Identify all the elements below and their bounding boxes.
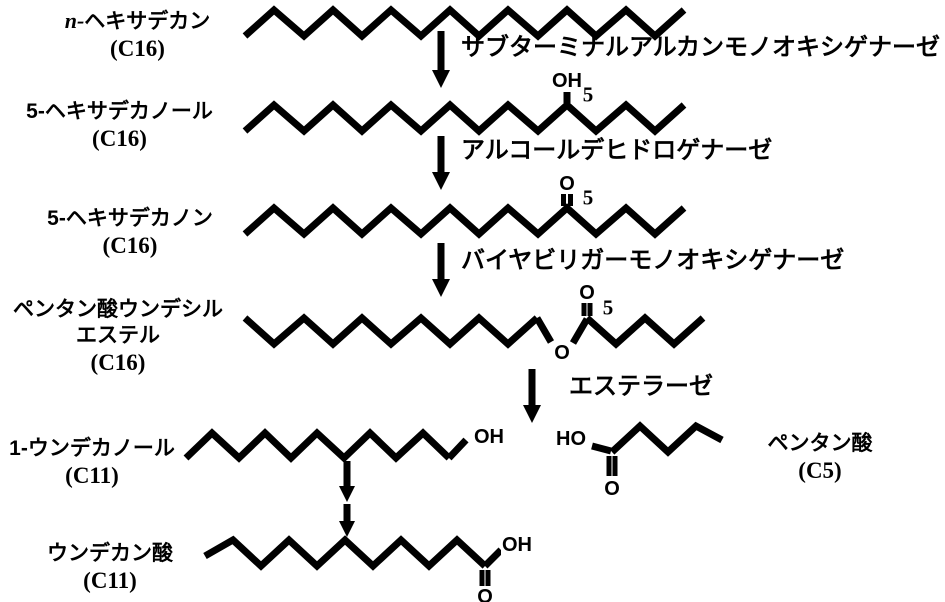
compound-name: 5-ヘキサデカノール bbox=[26, 100, 213, 123]
atom-label-o: O bbox=[603, 478, 621, 500]
structure-pentanoic-acid bbox=[591, 421, 724, 476]
enzyme-label-subterminal-alkane-monooxygenase: サブターミナルアルカンモノオキシゲナーゼ bbox=[461, 34, 941, 61]
structure-5-hexadecanone bbox=[242, 194, 687, 239]
compound-name-line2: エステル bbox=[76, 324, 160, 347]
reaction-arrow-1 bbox=[432, 31, 450, 88]
atom-label-ho: HO bbox=[555, 428, 587, 450]
carbon-count: (C11) bbox=[65, 463, 119, 488]
carbon-count: (C16) bbox=[102, 233, 158, 258]
carbon-count: (C5) bbox=[798, 458, 842, 483]
carbon-count: (C11) bbox=[83, 568, 137, 593]
atom-label-oh: OH bbox=[551, 70, 583, 92]
position-number-5: 5 bbox=[602, 295, 614, 320]
atom-label-o: O bbox=[476, 587, 494, 602]
carbon-count: (C16) bbox=[90, 350, 146, 375]
compound-name: 5-ヘキサデカノン bbox=[47, 207, 213, 230]
compound-name: ウンデカン酸 bbox=[47, 542, 173, 565]
compound-label-undecyl-pentanoate: ペンタン酸ウンデシル エステル (C16) bbox=[2, 297, 234, 377]
compound-label-1-undecanol: 1-ウンデカノール (C11) bbox=[2, 436, 182, 490]
compound-label-5-hexadecanone: 5-ヘキサデカノン (C16) bbox=[10, 206, 250, 260]
compound-name-prefix: n- bbox=[64, 8, 85, 33]
atom-label-o: O bbox=[558, 173, 576, 195]
position-number-5: 5 bbox=[582, 82, 594, 107]
compound-name: 1-ウンデカノール bbox=[9, 437, 175, 460]
structure-1-undecanol bbox=[183, 428, 469, 463]
structure-undecyl-pentanoate bbox=[242, 303, 706, 349]
atom-label-oh: OH bbox=[501, 534, 533, 556]
compound-label-undecanoic-acid: ウンデカン酸 (C11) bbox=[20, 541, 200, 595]
reaction-arrow-2 bbox=[432, 136, 450, 190]
compound-name: ペンタン酸 bbox=[767, 432, 873, 455]
enzyme-label-baeyer-villiger-monooxygenase: バイヤビリガーモノオキシゲナーゼ bbox=[461, 247, 845, 274]
enzyme-label-esterase: エステラーゼ bbox=[569, 373, 713, 400]
carbon-count: (C16) bbox=[110, 36, 165, 61]
structure-5-hexadecanol bbox=[242, 92, 687, 136]
atom-label-o: O bbox=[578, 282, 596, 304]
compound-name-line1: ペンタン酸ウンデシル bbox=[13, 298, 223, 321]
structure-n-hexadecane bbox=[242, 5, 687, 41]
structure-undecanoic-acid bbox=[203, 535, 504, 586]
compound-label-5-hexadecanol: 5-ヘキサデカノール (C16) bbox=[2, 99, 237, 153]
carbon-count: (C16) bbox=[92, 126, 147, 151]
compound-name: ヘキサデカン bbox=[84, 10, 211, 33]
atom-label-ester-o: O bbox=[553, 342, 571, 364]
enzyme-label-alcohol-dehydrogenase: アルコールデヒドロゲナーゼ bbox=[461, 137, 773, 164]
compound-label-n-hexadecane: n-ヘキサデカン (C16) bbox=[30, 8, 245, 63]
reaction-arrow-3 bbox=[432, 243, 450, 297]
reaction-arrow-4 bbox=[523, 369, 541, 423]
atom-label-oh: OH bbox=[473, 426, 505, 448]
position-number-5: 5 bbox=[582, 185, 594, 210]
reaction-arrow-multistep bbox=[339, 461, 355, 537]
compound-label-pentanoic-acid: ペンタン酸 (C5) bbox=[740, 431, 900, 485]
